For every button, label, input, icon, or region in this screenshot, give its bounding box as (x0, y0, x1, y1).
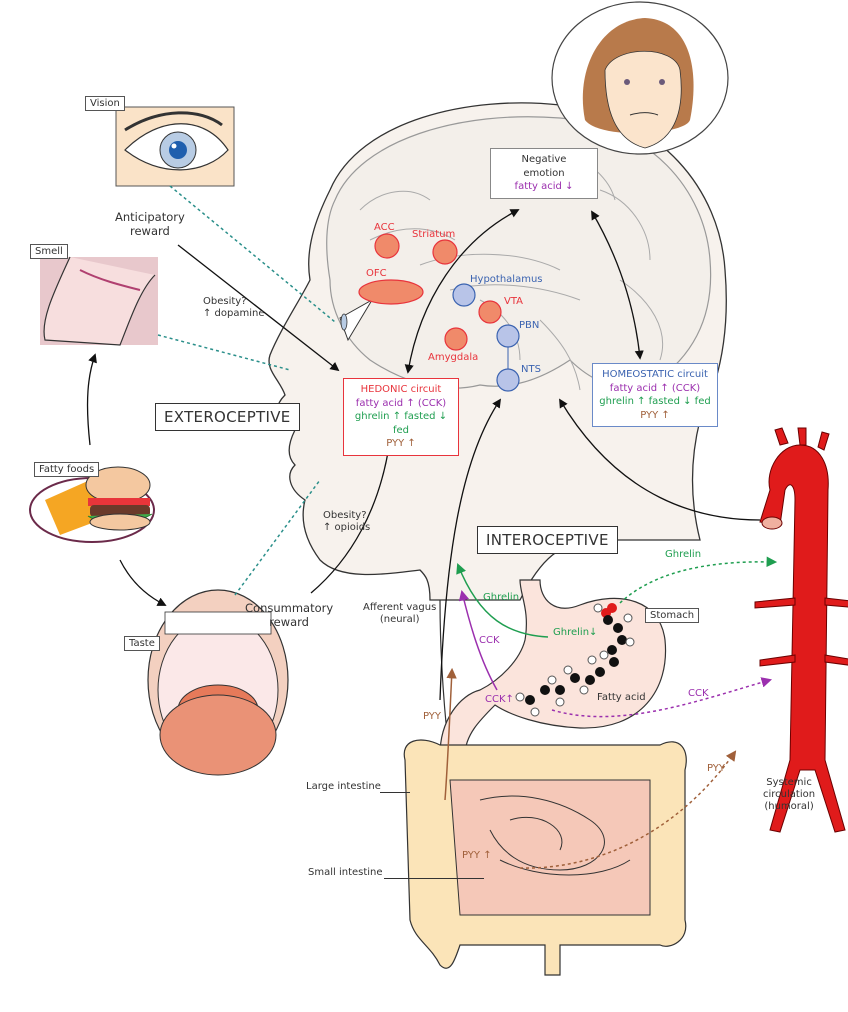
afferent-vagus-label: Afferent vagus (neural) (363, 602, 436, 626)
afferent-vagus-line1: Afferent vagus (363, 602, 437, 613)
fatty-foods-label: Fatty foods (34, 462, 100, 477)
stomach-shape (439, 579, 667, 756)
vision-label: Vision (85, 96, 125, 111)
ghrelin-neural-label: Ghrelin (483, 592, 520, 603)
ghrelin-humoral-label: Ghrelin (665, 549, 702, 560)
pyy-up-label: PYY ↑ (462, 850, 492, 861)
ghrelin-humoral-arrow (619, 556, 778, 604)
obesity-opioids-line1: Obesity? (323, 510, 367, 521)
hypothalamus-label: Hypothalamus (470, 274, 543, 285)
negative-emotion-line2: emotion (523, 167, 565, 179)
small-intestine-leader (384, 878, 484, 879)
fatty-foods-image (29, 466, 155, 543)
systemic-circulation-line3: (humoral) (764, 801, 814, 812)
hedonic-pyy: PYY ↑ (386, 438, 416, 449)
systemic-circulation-line2: circulation (763, 789, 816, 800)
systemic-circulation-line1: Systemic (766, 777, 812, 788)
cck-neural-label: CCK (479, 635, 500, 646)
negative-emotion-box: Negative emotion fatty acid ↓ (490, 148, 598, 199)
homeostatic-ghrelin: ghrelin ↑ fasted ↓ fed (599, 396, 711, 407)
vta-label: VTA (504, 296, 524, 307)
consummatory-reward-line2: reward (269, 614, 309, 629)
consummatory-reward-line1: Consummatory (245, 601, 334, 615)
interoceptive-label: INTEROCEPTIVE (477, 526, 618, 554)
ghrelin-neural-arrow (456, 563, 549, 638)
homeostatic-circuit-title: HOMEOSTATIC circuit (602, 369, 708, 380)
nts-node (496, 368, 520, 392)
amygdala-label: Amygdala (428, 352, 479, 363)
negative-emotion-portrait (551, 1, 729, 155)
obesity-opioids-note: Obesity? ↑ opioids (323, 510, 370, 534)
ghrelin-down-label: Ghrelin↓ (553, 627, 598, 638)
obesity-dopamine-line1: Obesity? (203, 296, 247, 307)
pbn-label: PBN (519, 320, 540, 331)
fatty-acid-label: Fatty acid (597, 692, 646, 703)
afferent-vagus-line2: (neural) (379, 614, 420, 625)
hypothalamus-node (452, 283, 476, 307)
pathway-arrows (86, 209, 761, 701)
ofc-node (358, 279, 424, 305)
hedonic-ghrelin: ghrelin ↑ fasted ↓ fed (354, 411, 448, 436)
vta-node (478, 300, 502, 324)
mouth-image (147, 589, 289, 776)
systemic-circulation-label: Systemic circulation (humoral) (763, 777, 815, 813)
cck-neural-arrow (458, 589, 498, 691)
amygdala-node (444, 327, 468, 351)
hedonic-circuit-title: HEDONIC circuit (360, 384, 442, 395)
cck-up-label: CCK↑ (485, 694, 514, 705)
anticipatory-reward-line2: reward (129, 223, 170, 238)
ofc-label: OFC (366, 268, 387, 279)
anticipatory-reward-label: Anticipatory reward (115, 210, 185, 239)
obesity-dopamine-note: Obesity? ↑ dopamine (203, 296, 265, 320)
homeostatic-fatty-acid: fatty acid ↑ (CCK) (609, 382, 701, 394)
consummatory-reward-label: Consummatory reward (245, 601, 334, 630)
anticipatory-reward-line1: Anticipatory (115, 210, 185, 224)
intestines-image (403, 739, 687, 976)
cck-humoral-label: CCK (688, 688, 709, 699)
obesity-dopamine-line2: ↑ dopamine (203, 308, 265, 319)
homeostatic-pyy: PYY ↑ (640, 409, 670, 421)
pyy-neural-label: PYY (423, 711, 442, 722)
hedonic-fatty-acid: fatty acid ↑ (CCK) (355, 397, 447, 409)
aorta-image (754, 427, 848, 833)
homeostatic-circuit-box: HOMEOSTATIC circuit fatty acid ↑ (CCK) g… (592, 363, 718, 427)
large-intestine-leader (380, 792, 410, 793)
pbn-node (496, 324, 520, 348)
acc-label: ACC (374, 222, 395, 233)
exteroceptive-label: EXTEROCEPTIVE (155, 403, 300, 431)
fatty-acid-molecules (515, 603, 635, 717)
pyy-humoral-label: PYY (707, 763, 726, 774)
hedonic-circuit-box: HEDONIC circuit fatty acid ↑ (CCK) ghrel… (343, 378, 459, 456)
stomach-label: Stomach (645, 608, 700, 623)
taste-label: Taste (124, 636, 160, 651)
obesity-opioids-line2: ↑ opioids (323, 522, 371, 533)
pyy-neural-arrow (444, 667, 457, 801)
cck-humoral-arrow (551, 677, 773, 718)
smell-label: Smell (30, 244, 68, 259)
small-intestine-label: Small intestine (308, 867, 383, 878)
striatum-node (432, 239, 458, 265)
sensory-projection-lines (157, 185, 336, 596)
large-intestine-label: Large intestine (306, 781, 381, 792)
pyy-humoral-arrow (519, 750, 737, 869)
striatum-label: Striatum (412, 229, 456, 240)
nts-label: NTS (521, 364, 541, 375)
negative-emotion-line1: Negative (521, 154, 567, 165)
negative-emotion-fatty-acid: fatty acid ↓ (514, 181, 574, 192)
acc-node (374, 233, 400, 259)
